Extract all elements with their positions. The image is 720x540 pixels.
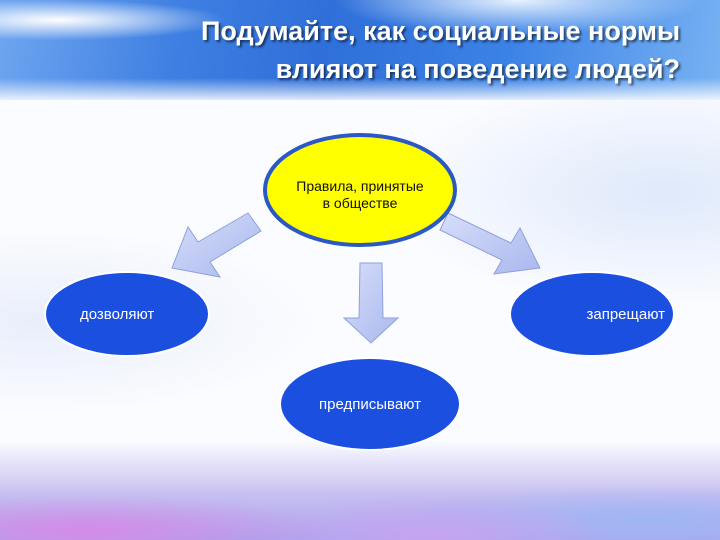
arrow-to-bottom-node: [342, 262, 400, 344]
header-background: [0, 0, 720, 100]
title-line-2: влияют на поведение людей?: [275, 54, 680, 84]
arrow-to-right-node: [439, 212, 541, 275]
footer-background: [0, 440, 720, 540]
right-node-label: запрещают: [586, 305, 665, 323]
center-node-label: Правила, принятые в обществе: [296, 178, 424, 211]
left-node-dozvolyayut: [44, 271, 210, 357]
arrow-to-left-node: [171, 212, 262, 278]
title-line-1: Подумайте, как социальные нормы: [200, 16, 680, 46]
right-node-zapreshchayut: [509, 271, 675, 357]
bottom-node-predpisyvayut: [279, 357, 461, 451]
bottom-node-label: предписывают: [319, 395, 421, 413]
slide-title: Подумайте, как социальные нормы влияют н…: [60, 12, 680, 88]
center-node: [263, 133, 457, 247]
left-node-label: дозволяют: [80, 305, 155, 323]
